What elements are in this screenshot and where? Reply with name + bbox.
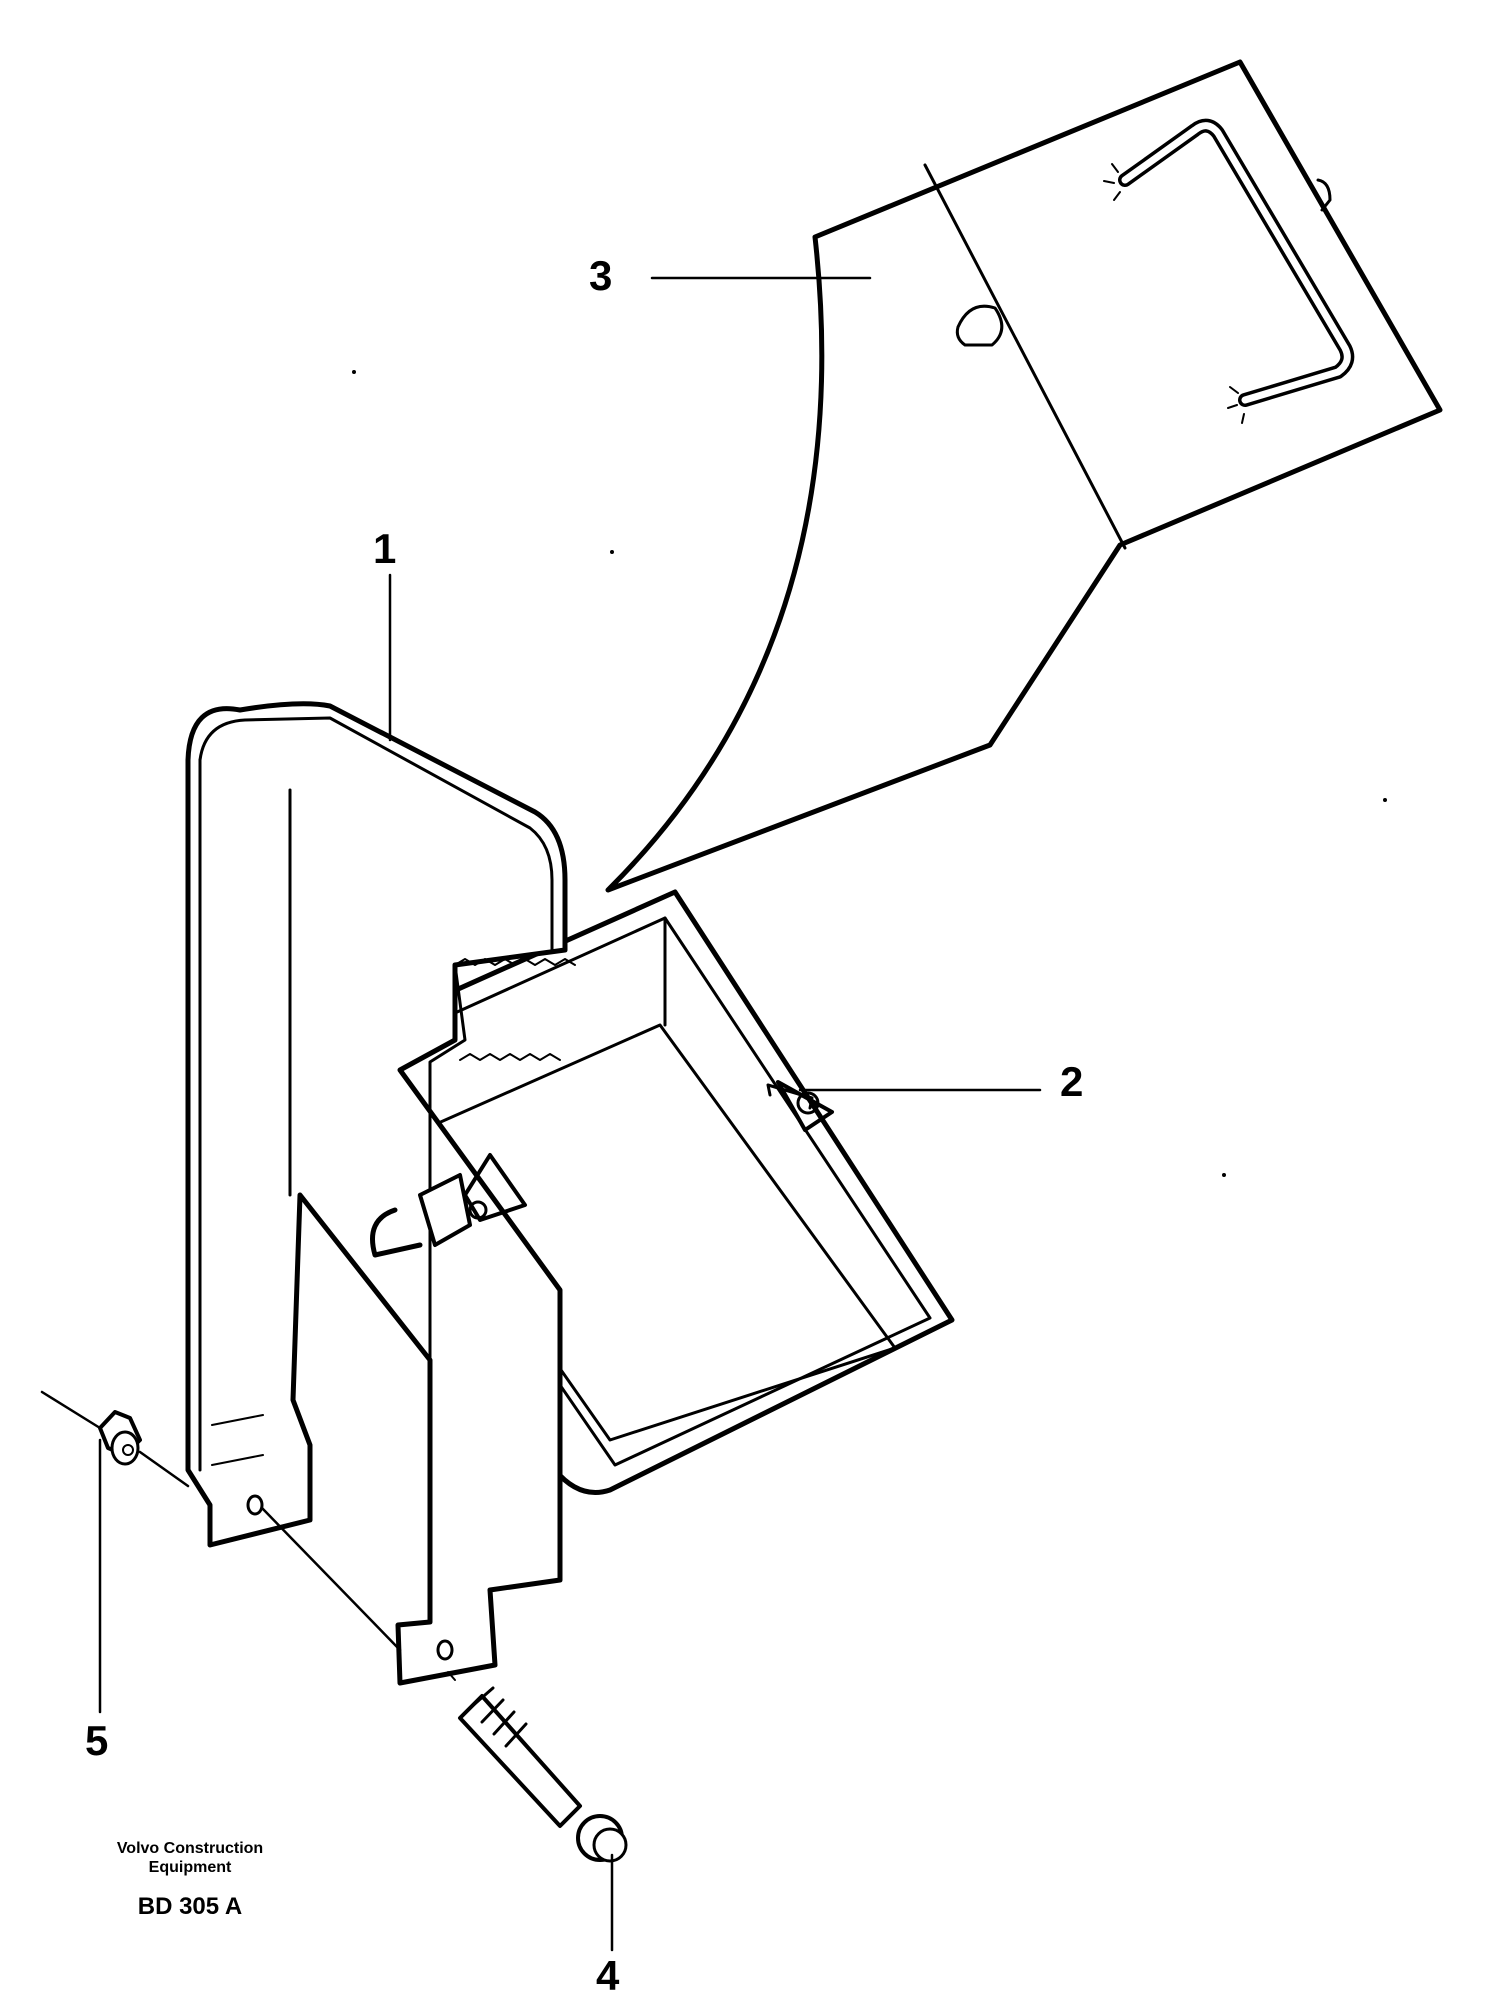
leader-lines xyxy=(40,276,1042,1952)
callout-item-1: 1 xyxy=(373,525,397,572)
part-5-nut xyxy=(98,1410,142,1466)
manufacturer-credit-line2: Equipment xyxy=(148,1859,232,1876)
part-4-bolt xyxy=(447,1671,628,1863)
callout-item-5: 5 xyxy=(85,1717,109,1764)
part-1-bracket xyxy=(185,701,576,1686)
manufacturer-credit-line1: Volvo Construction xyxy=(116,1840,264,1857)
callout-item-2: 2 xyxy=(1060,1058,1084,1105)
part-3-cover xyxy=(605,59,1443,893)
scan-specks xyxy=(352,370,1387,1177)
drawing-code: BD 305 A xyxy=(137,1893,243,1920)
callout-item-3: 3 xyxy=(589,252,613,299)
callout-item-4: 4 xyxy=(596,1952,620,1999)
